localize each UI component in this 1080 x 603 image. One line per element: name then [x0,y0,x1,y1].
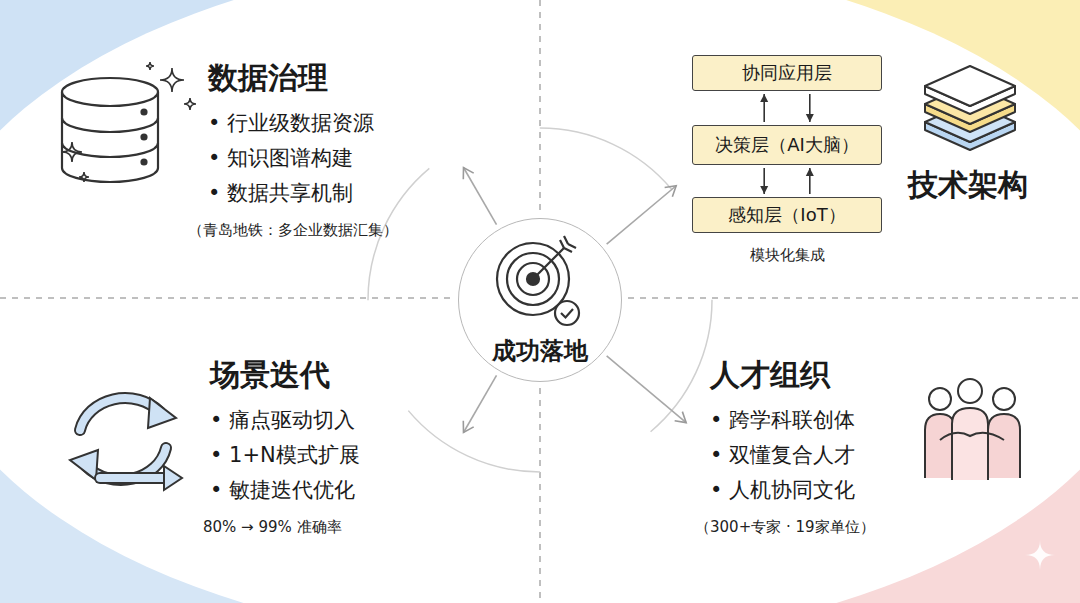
orbit-ring [368,128,712,472]
connector-arrow [464,375,497,432]
connector-arrow [464,167,497,224]
layer-label: 协同应用层 [742,61,832,85]
bullet-item: • 痛点驱动切入 [210,403,461,438]
layers-icon [925,66,1015,150]
quadrant-panel: 场景迭代 • 痛点驱动切入• 1+N模式扩展• 敏捷迭代优化 80% → 99% 准… [188,355,461,538]
cycle-icon [70,398,182,490]
connector-arrow [607,186,677,244]
connector-arrow [607,356,687,423]
center-ground [458,218,622,382]
divider [539,388,541,603]
connector-arrow [763,168,765,194]
connector-arrow [809,94,811,122]
bullet-item: • 双懂复合人才 [710,438,1066,473]
layer-label: 感知层（IoT） [728,203,845,227]
center-circle: 成功落地 [458,218,622,382]
divider [0,297,452,299]
note-text: （300+专家 · 19家单位） [695,516,1066,538]
people-icon [925,379,1020,480]
section-title: 数据治理 [208,58,461,98]
layer-box: 协同应用层 [692,55,882,91]
bullet-item: • 行业级数据资源 [208,106,461,141]
note-text: 80% → 99% 准确率 [203,516,461,538]
center-label: 成功落地 [459,335,621,367]
layer-box: 感知层（IoT） [692,197,882,233]
quadrant-panel: 人才组织 • 跨学科联创体• 双懂复合人才• 人机协同文化 （300+专家 · 19… [690,355,1066,538]
bullet-item: • 知识图谱构建 [208,141,461,176]
note-text: （青岛地铁：多企业数据汇集） [188,219,461,241]
connector-arrow [763,94,765,122]
divider [539,0,541,212]
bullet-item: • 敏捷迭代优化 [210,473,461,508]
quadrant-panel: 数据治理 • 行业级数据资源• 知识图谱构建• 数据共享机制 （青岛地铁：多企业数据… [188,58,461,241]
layer-box: 决策层（AI大脑） [692,125,882,165]
target-icon [497,236,579,325]
section-title: 技术架构 [908,165,1028,205]
layer-label: 决策层（AI大脑） [715,133,859,157]
bullet-item: • 人机协同文化 [710,473,1066,508]
bullet-item: • 数据共享机制 [208,176,461,211]
section-title: 场景迭代 [210,355,461,395]
connector-arrow [809,168,811,194]
bullet-item: • 1+N模式扩展 [210,438,461,473]
divider [628,297,1080,299]
note-text: 模块化集成 [692,244,882,266]
quadrant-panel: 技术架构模块化集成 协同应用层决策层（AI大脑） 感知层（IoT） [680,48,1050,276]
sparkle [62,62,196,182]
section-title: 人才组织 [710,355,1066,395]
bullet-item: • 跨学科联创体 [710,403,1066,438]
sparkle [1025,540,1055,570]
database-icon [62,78,158,182]
